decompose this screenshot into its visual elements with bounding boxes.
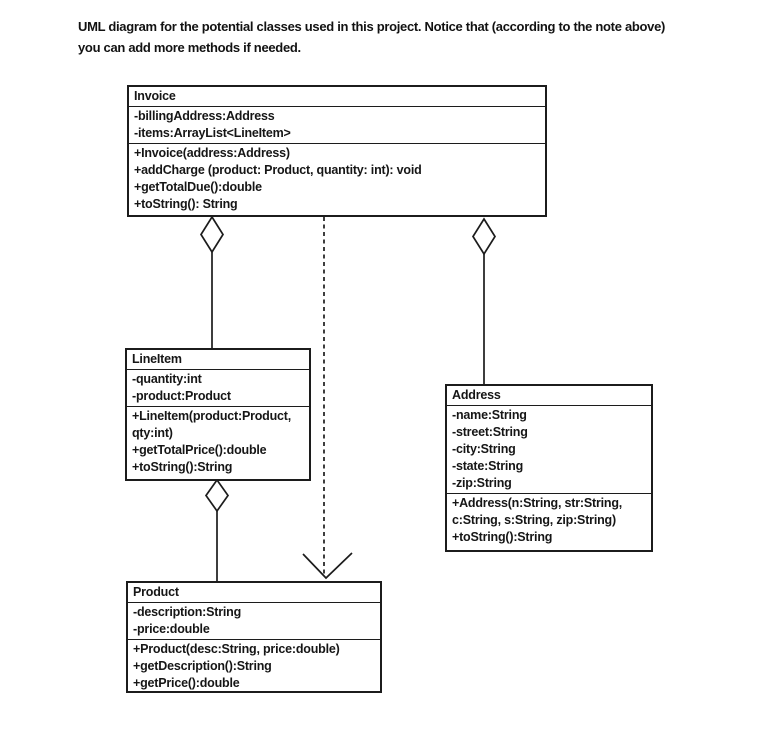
uml-attribute: -billingAddress:Address [134,109,275,123]
uml-attribute: -description:String [133,605,242,619]
uml-method: +getTotalDue():double [134,180,262,194]
class-methods-invoice: +Invoice(address:Address) +addCharge (pro… [129,144,545,215]
uml-attribute: -quantity:int [132,372,202,386]
class-attributes-invoice: -billingAddress:Address -items:ArrayList<… [129,107,545,144]
uml-attribute: -price:double [133,622,210,636]
aggregation-diamond-invoice-lineitem [199,215,225,254]
header-line-1: UML diagram for the potential classes us… [78,19,666,34]
uml-attribute: -product:Product [132,389,231,403]
uml-method: +Product(desc:String, price:double) [133,642,340,656]
uml-method: +getPrice():double [133,676,240,690]
class-methods-lineitem: +LineItem(product:Product, qty:int) +getTo… [127,407,309,479]
uml-attribute: -street:String [452,425,528,439]
dependency-arrowhead-icon [302,552,353,580]
uml-method: +getTotalPrice():double [132,443,267,457]
aggregation-diamond-lineitem-product [204,478,230,513]
uml-attribute: -items:ArrayList<LineItem> [134,126,291,140]
class-name-lineitem: LineItem [127,350,309,370]
class-attributes-product: -description:String -price:double [128,603,380,640]
class-box-lineitem: LineItem -quantity:int -product:Product +… [125,348,311,481]
uml-method: qty:int) [132,426,173,440]
uml-method: +toString():String [452,530,553,544]
uml-method: +Invoice(address:Address) [134,146,290,160]
uml-attribute: -name:String [452,408,527,422]
header-line-2: you can add more methods if needed. [78,40,301,55]
uml-attribute: -zip:String [452,476,512,490]
class-attributes-address: -name:String -street:String -city:String -s… [447,406,651,494]
uml-attribute: -city:String [452,442,516,456]
class-box-invoice: Invoice -billingAddress:Address -items:Ar… [127,85,547,217]
uml-method: +addCharge (product: Product, quantity: … [134,163,422,177]
class-box-product: Product -description:String -price:double… [126,581,382,693]
uml-method: +toString(): String [134,197,238,211]
aggregation-diamond-invoice-address [471,217,497,256]
uml-attribute: -state:String [452,459,524,473]
uml-method: +LineItem(product:Product, [132,409,292,423]
uml-method: +getDescription():String [133,659,272,673]
class-name-product: Product [128,583,380,603]
class-attributes-lineitem: -quantity:int -product:Product [127,370,309,407]
class-box-address: Address -name:String -street:String -city:… [445,384,653,552]
uml-method: +Address(n:String, str:String, [452,496,623,510]
page-header: UML diagram for the potential classes us… [78,16,665,58]
uml-method: +toString():String [132,460,233,474]
class-name-invoice: Invoice [129,87,545,107]
class-name-address: Address [447,386,651,406]
class-methods-address: +Address(n:String, str:String, c:String, … [447,494,651,550]
uml-method: c:String, s:String, zip:String) [452,513,616,527]
class-methods-product: +Product(desc:String, price:double) +getD… [128,640,380,691]
